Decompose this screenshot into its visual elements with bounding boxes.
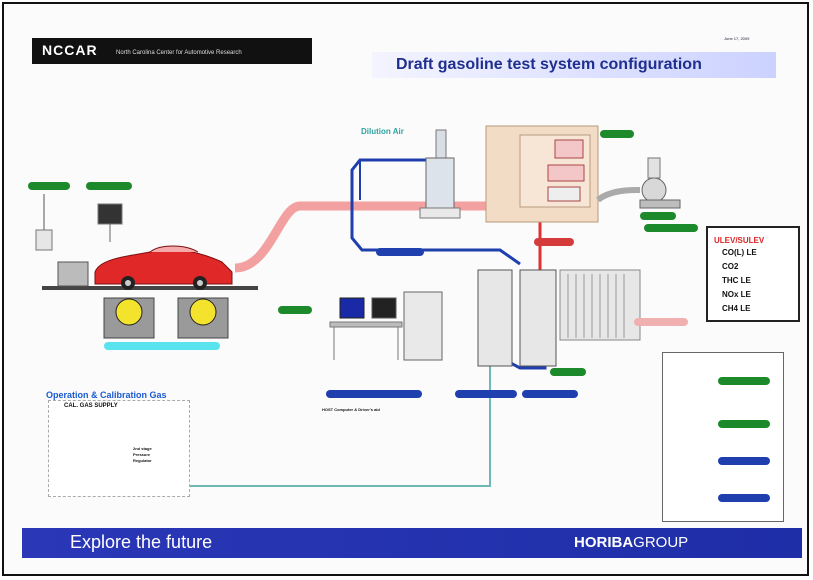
title-band: [372, 52, 776, 78]
dilution-tunnel: [425, 157, 455, 209]
label-pill: [718, 420, 770, 428]
emissions-box: ULEV/SULEV CO(L) LE CO2 THC LE NOx LE CH…: [706, 226, 800, 322]
dilution-air-label: Dilution Air: [361, 127, 404, 136]
label-pill: [718, 377, 770, 385]
label-pill: [278, 306, 312, 314]
emission-item-ch4: CH4 LE: [722, 304, 751, 313]
emission-item-nox: NOx LE: [722, 290, 751, 299]
regulator-label: 2nd stage Pressure Regulator: [133, 446, 152, 463]
ncar-logo: NCCAR: [42, 42, 98, 58]
label-pill: [326, 390, 422, 398]
label-pill: [376, 248, 424, 256]
label-pill: [634, 318, 688, 326]
label-pill: [718, 457, 770, 465]
label-pill: [644, 224, 698, 232]
label-pill: [522, 390, 578, 398]
ncar-header: NCCAR North Carolina Center for Automoti…: [32, 38, 312, 64]
dyno-platform: [42, 286, 258, 290]
drivers-aid-monitor: [97, 203, 123, 225]
host-caption: HOST Computer & Driver's aid: [322, 407, 380, 412]
weather-station: [35, 229, 53, 251]
analyzer-rack-1: [477, 269, 513, 367]
label-pill: [600, 130, 634, 138]
operation-gas-title: Operation & Calibration Gas: [46, 390, 167, 400]
host-monitor-2: [371, 297, 397, 319]
label-pill: [718, 494, 770, 502]
exhaust-pipe: [234, 201, 500, 273]
cooling-fan: [57, 261, 89, 287]
emission-item-co2: CO2: [722, 262, 739, 271]
cal-gas-line: [169, 345, 491, 487]
host-rack: [403, 291, 443, 361]
brand-group: GROUP: [633, 534, 689, 551]
analyzer-rack-2: [519, 269, 557, 367]
label-pill: [28, 182, 70, 190]
footer-band: [22, 528, 802, 558]
label-pill: [455, 390, 517, 398]
vehicle: [94, 249, 233, 285]
cal-gas-box: [48, 400, 190, 497]
label-pill: [86, 182, 132, 190]
emissions-header: ULEV/SULEV: [714, 236, 765, 245]
label-pill: [550, 368, 586, 376]
brand-horiba: HORIBA: [574, 534, 634, 551]
blower-icon: [641, 177, 667, 203]
emission-item-thc: THC LE: [722, 276, 751, 285]
organization-name: North Carolina Center for Automotive Res…: [116, 50, 242, 56]
host-desk: [329, 321, 403, 328]
emission-item-co: CO(L) LE: [722, 248, 757, 257]
footer-tagline: Explore the future: [70, 532, 213, 552]
host-monitor-1: [339, 297, 365, 319]
footer-brand: HORIBAGROUP: [574, 534, 688, 551]
label-pill: [640, 212, 676, 220]
cal-gas-supply-label: CAL. GAS SUPPLY: [64, 403, 118, 409]
label-pill: [534, 238, 574, 246]
slide-date: June 17, 2009: [724, 36, 750, 41]
slide-title: Draft gasoline test system configuration: [396, 56, 702, 73]
